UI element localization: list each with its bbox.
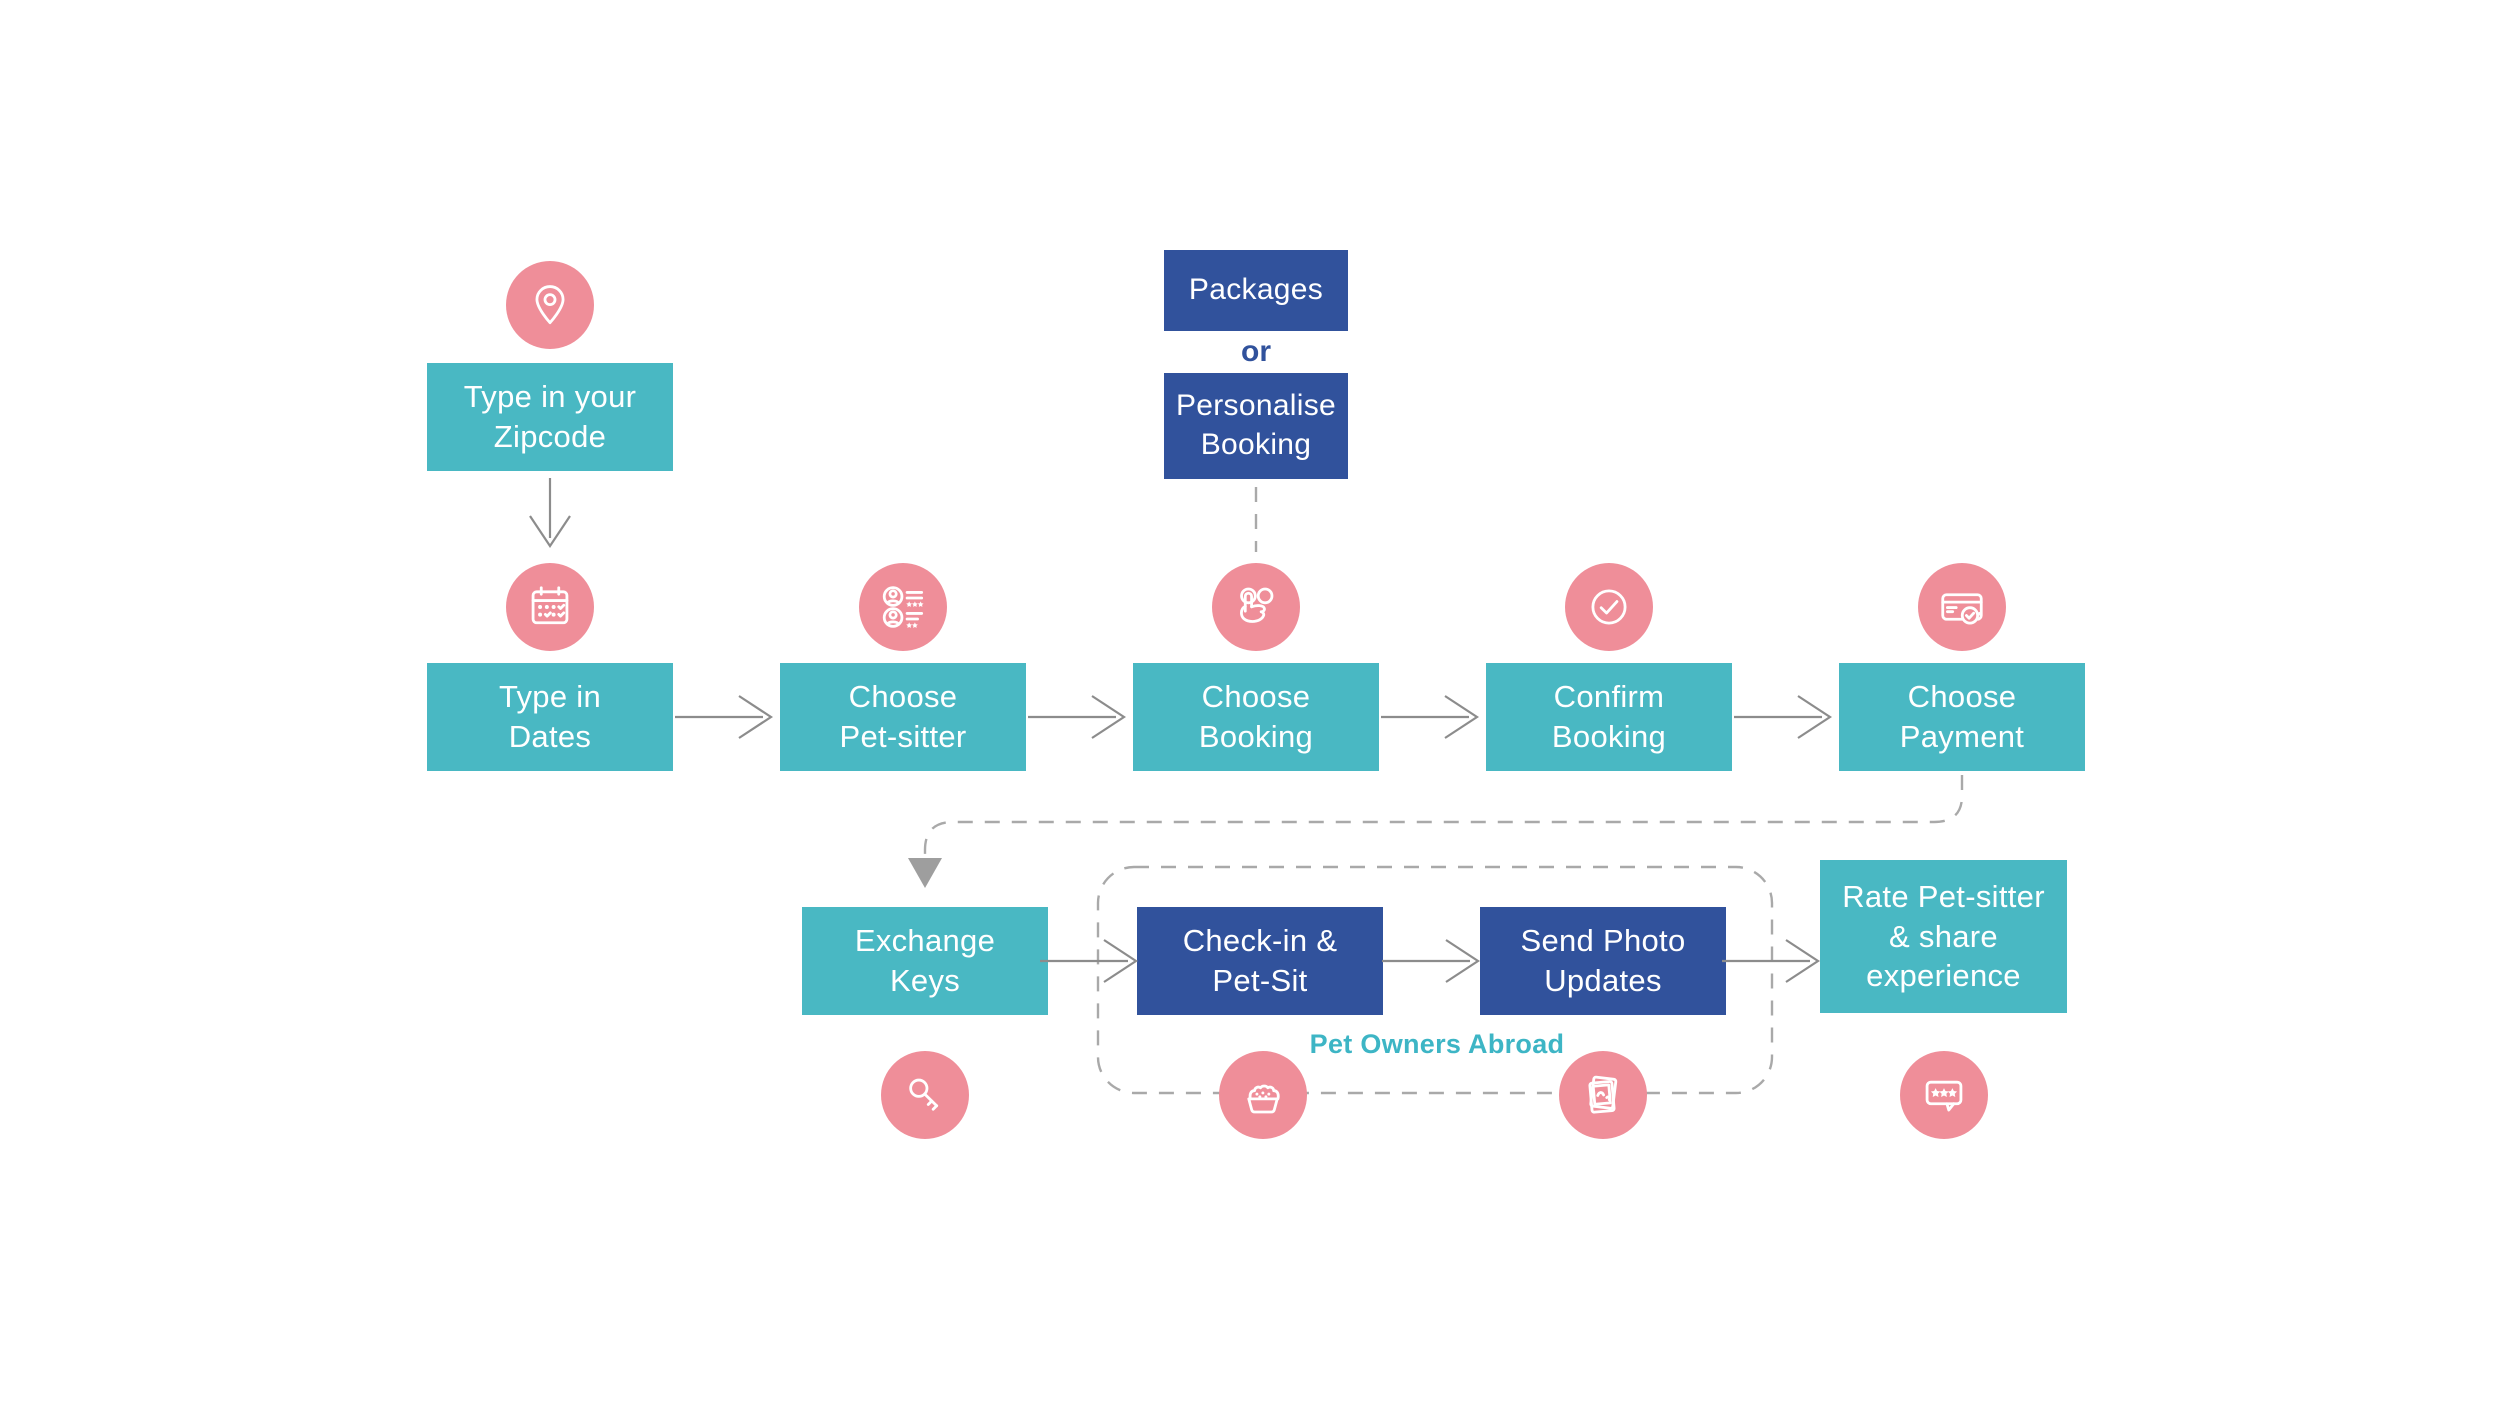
step-rate-pet-sitter: Rate Pet-sitter & share experience <box>1820 860 2067 1013</box>
tap-choice-icon <box>1240 587 1274 623</box>
tap-choice-badge <box>1212 563 1300 651</box>
location-pin-badge <box>506 261 594 349</box>
arrow-petsitter-to-booking <box>1028 695 1127 739</box>
option-packages: Packages <box>1164 250 1348 331</box>
pet-bowl-icon <box>1247 1084 1280 1114</box>
pet-owners-abroad-label: Pet Owners Abroad <box>1309 1029 1565 1059</box>
key-badge <box>881 1051 969 1139</box>
step-send-photo-updates: Send Photo Updates <box>1480 907 1726 1015</box>
down-arrowhead <box>908 858 942 888</box>
arrow-photos-to-rate <box>1722 939 1821 983</box>
or-label: or <box>1241 335 1271 368</box>
review-stars-icon <box>1925 1080 1963 1112</box>
step-type-in-zipcode: Type in your Zipcode <box>427 363 673 471</box>
calendar-badge <box>506 563 594 651</box>
arrow-zipcode-to-dates <box>529 478 571 548</box>
confirm-check-badge <box>1565 563 1653 651</box>
arrow-dates-to-petsitter <box>675 695 774 739</box>
step-confirm-booking: Confirm Booking <box>1486 663 1732 771</box>
photo-updates-icon <box>1588 1075 1618 1114</box>
review-stars-badge <box>1900 1051 1988 1139</box>
pet-sitter-list-icon <box>882 586 924 628</box>
payment-card-icon <box>1941 593 1983 625</box>
calendar-icon <box>531 586 569 625</box>
step-choose-payment: Choose Payment <box>1839 663 2085 771</box>
payment-return-dashed-path <box>923 775 1964 856</box>
arrow-booking-to-confirm <box>1381 695 1480 739</box>
arrow-keys-to-checkin <box>1040 939 1139 983</box>
step-choose-pet-sitter: Choose Pet-sitter <box>780 663 1026 771</box>
arrow-checkin-to-photos <box>1382 939 1481 983</box>
key-icon <box>909 1078 939 1111</box>
location-pin-icon <box>535 285 565 325</box>
step-choose-booking: Choose Booking <box>1133 663 1379 771</box>
step-type-in-dates: Type in Dates <box>427 663 673 771</box>
confirm-check-icon <box>1591 589 1627 625</box>
step-exchange-keys: Exchange Keys <box>802 907 1048 1015</box>
step-check-in-pet-sit: Check-in & Pet-Sit <box>1137 907 1383 1015</box>
payment-card-badge <box>1918 563 2006 651</box>
option-personalise-booking: Personalise Booking <box>1164 373 1348 479</box>
photo-updates-badge <box>1559 1051 1647 1139</box>
pet-bowl-badge <box>1219 1051 1307 1139</box>
arrow-confirm-to-payment <box>1734 695 1833 739</box>
pet-sitter-list-badge <box>859 563 947 651</box>
